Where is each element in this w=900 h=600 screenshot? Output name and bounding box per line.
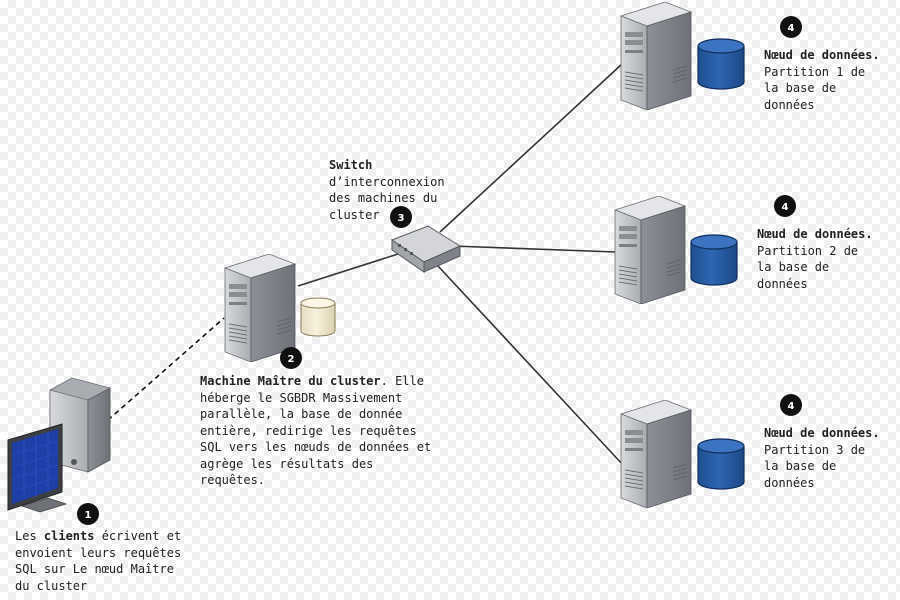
badge-node1: 4 [780, 16, 802, 38]
client-master-link [107, 317, 225, 421]
badge-client-number: 1 [85, 510, 92, 521]
badge-client: 1 [77, 503, 99, 525]
switch-node3-link [437, 265, 625, 467]
database-cylinder-icon-node3 [697, 438, 745, 490]
database-cylinder-icon-node2 [690, 234, 738, 286]
switch-node2-link [451, 245, 617, 253]
badge-node2-number: 4 [782, 202, 789, 213]
badge-node3-number: 4 [788, 401, 795, 412]
badge-master-number: 2 [288, 354, 295, 365]
database-cylinder-icon-node1 [697, 38, 745, 90]
connections [107, 63, 625, 467]
badge-switch-number: 3 [398, 213, 405, 224]
node3-caption: Nœud de données. Partition 3 de la base … [764, 425, 880, 491]
switch-caption-title: Switch [329, 158, 373, 172]
client-caption-pre: Les [15, 529, 44, 543]
node3-caption-title: Nœud de données. [764, 426, 880, 440]
switch-caption: Switch d’interconnexion des machines du … [329, 157, 445, 223]
node1-caption-text: Partition 1 de la base de données [764, 64, 866, 112]
master-switch-link [297, 253, 399, 287]
badge-node2: 4 [774, 195, 796, 217]
node2-caption-title: Nœud de données. [757, 227, 873, 241]
badge-master: 2 [280, 347, 302, 369]
switch-caption-text: d’interconnexion des machines du cluster [329, 174, 445, 222]
master-caption-title: Machine Maître du cluster [200, 374, 381, 388]
desktop-computer-icon [7, 377, 111, 513]
network-switch-icon [390, 225, 462, 273]
client-caption-text: écrivent et envoient leurs requêtes SQL … [15, 529, 182, 593]
badge-node1-number: 4 [788, 23, 795, 34]
server-tower-icon-node2 [614, 196, 686, 304]
node2-caption: Nœud de données. Partition 2 de la base … [757, 226, 873, 292]
server-tower-icon-master [224, 254, 296, 362]
client-caption: Les clients écrivent et envoient leurs r… [15, 528, 181, 594]
database-cylinder-icon-master [300, 297, 336, 337]
node1-caption: Nœud de données. Partition 1 de la base … [764, 47, 880, 113]
server-tower-icon-node3 [620, 400, 692, 508]
master-caption: Machine Maître du cluster. Elle héberge … [200, 373, 431, 489]
node2-caption-text: Partition 2 de la base de données [757, 243, 859, 291]
server-tower-icon-node1 [620, 2, 692, 110]
master-caption-text: . Elle héberge le SGBDR Massivement para… [200, 374, 432, 487]
client-caption-title: clients [43, 529, 95, 543]
badge-switch: 3 [390, 206, 412, 228]
switch-node1-link [439, 63, 623, 233]
node1-caption-title: Nœud de données. [764, 48, 880, 62]
node3-caption-text: Partition 3 de la base de données [764, 442, 866, 490]
badge-node3: 4 [780, 394, 802, 416]
